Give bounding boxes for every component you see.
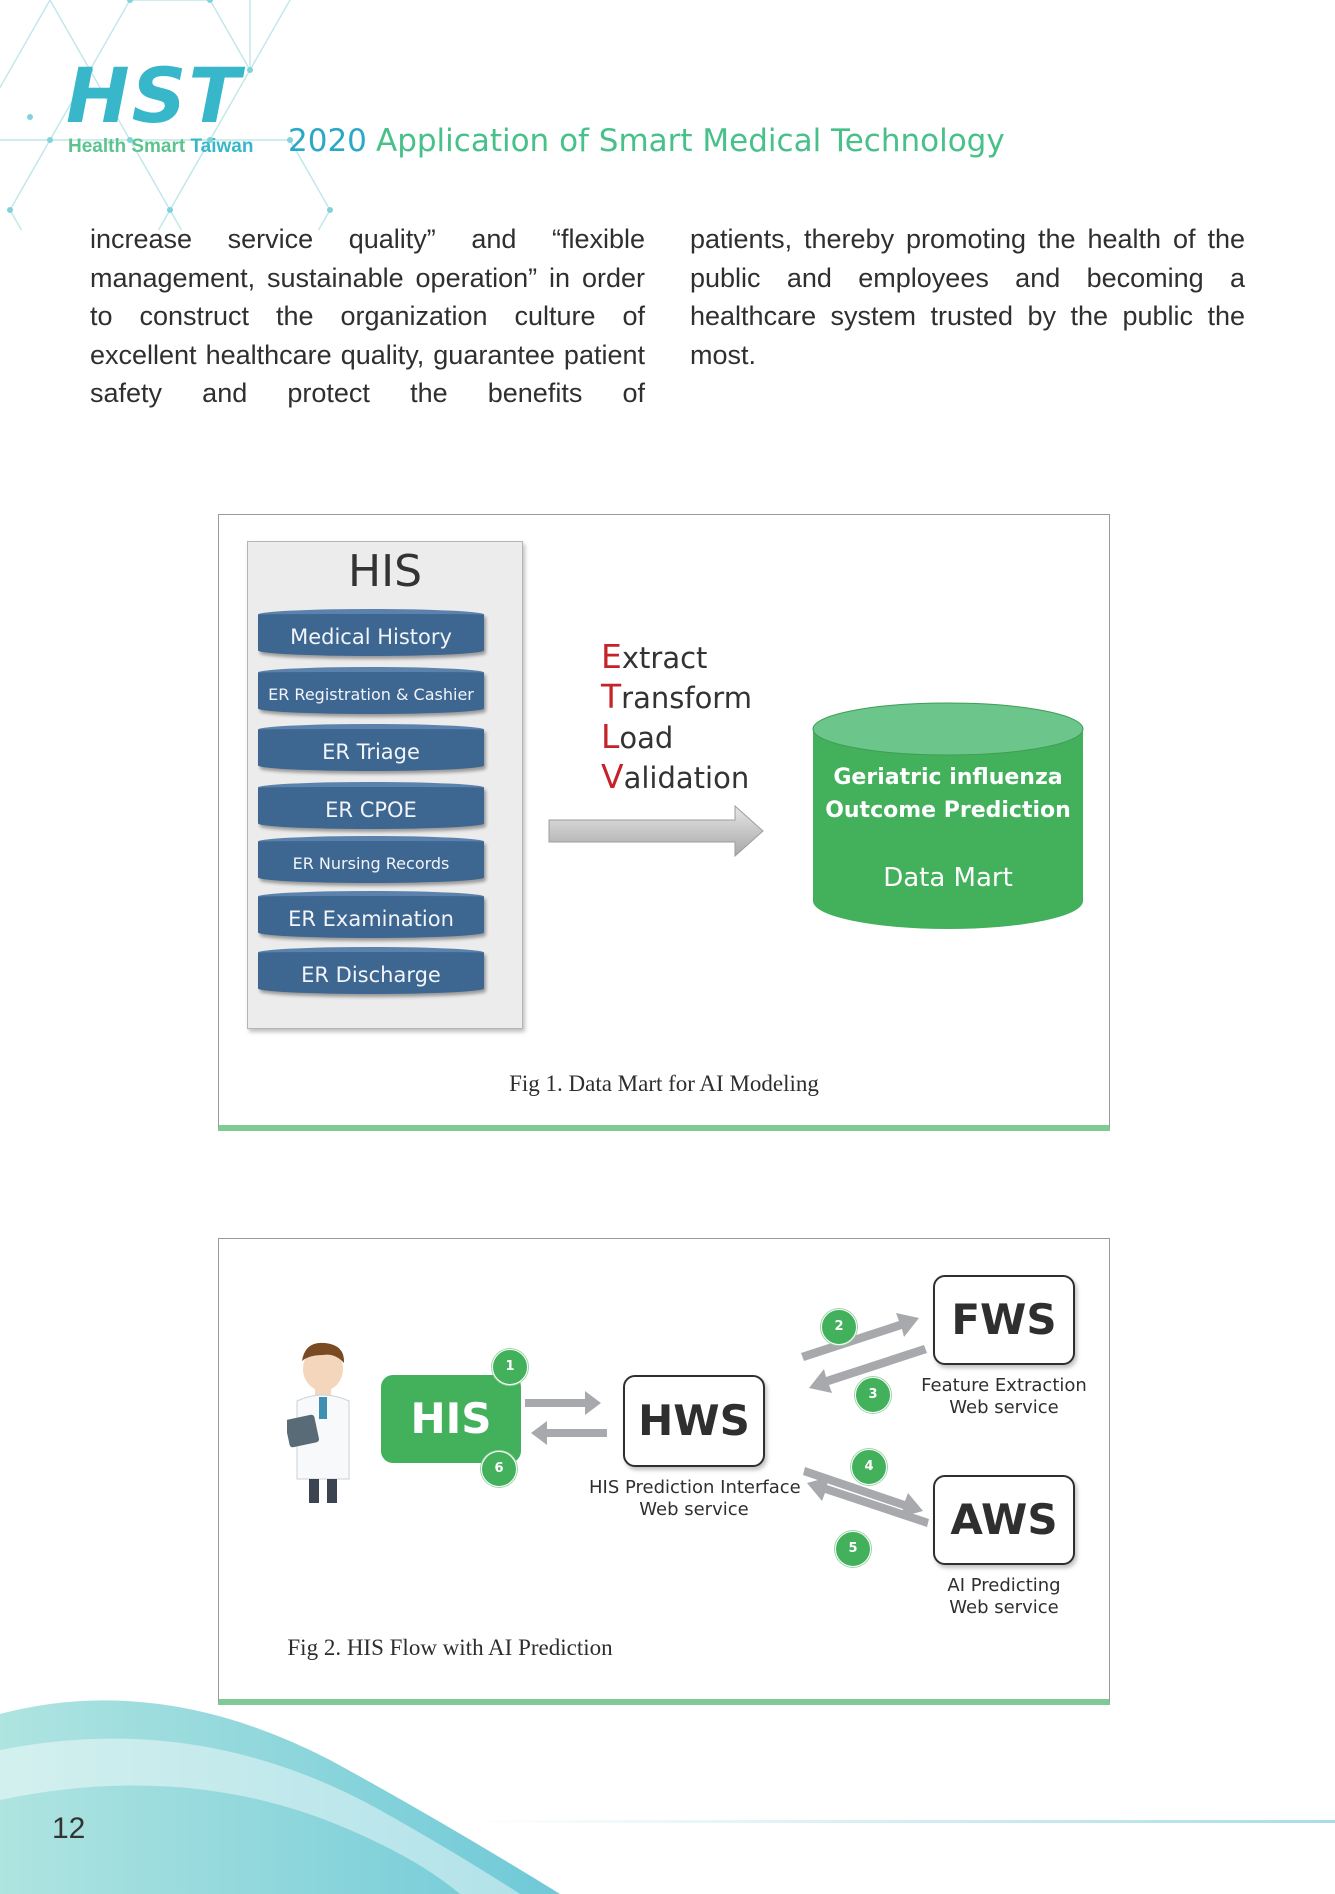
his-hws-arrows — [525, 1391, 607, 1445]
db-medical-history: Medical History — [258, 609, 484, 656]
step-4-badge: 4 — [851, 1449, 887, 1485]
step-3-badge: 3 — [855, 1377, 891, 1413]
etl-rest: oad — [619, 721, 674, 755]
db-er-examination: ER Examination — [258, 891, 484, 938]
body-text-left: increase service quality” and “flexible … — [90, 224, 645, 408]
logo-tagline-part1: Health Smart — [68, 136, 191, 157]
footer-wave — [0, 1700, 1335, 1894]
doctor-icon — [287, 1342, 350, 1503]
hws-node: HWS — [623, 1375, 765, 1467]
data-mart-cylinder — [812, 702, 1084, 929]
hexagon-pattern — [0, 0, 333, 230]
hst-logo: HST — [66, 58, 276, 134]
fws-caption-1: Feature Extraction — [921, 1375, 1087, 1396]
etl-load: Load — [601, 717, 673, 756]
figure-1-caption: Fig 1. Data Mart for AI Modeling — [509, 1071, 819, 1096]
logo-tagline: Health Smart Taiwan — [68, 136, 253, 158]
step-2-badge: 2 — [821, 1309, 857, 1345]
etl-validation: Validation — [601, 757, 749, 796]
etl-transform: Transform — [601, 677, 752, 716]
db-er-discharge: ER Discharge — [258, 947, 484, 994]
figure-2: HIS HWS HIS Prediction Interface Web ser… — [218, 1238, 1110, 1705]
etl-rest: ransform — [621, 681, 752, 715]
data-mart-label: Data Mart — [883, 863, 1013, 893]
db-er-cpoe: ER CPOE — [258, 782, 484, 829]
aws-caption-1: AI Predicting — [947, 1575, 1061, 1596]
figure-2-caption: Fig 2. HIS Flow with AI Prediction — [287, 1635, 613, 1660]
figure-1: HIS Medical History ER Registration & Ca… — [218, 514, 1110, 1131]
data-mart-line-2: Outcome Prediction — [825, 798, 1071, 823]
db-er-triage: ER Triage — [258, 724, 484, 771]
header-year: 2020 — [288, 123, 367, 159]
step-6-badge: 6 — [481, 1451, 517, 1487]
his-title: HIS — [348, 546, 422, 597]
etl-rest: xtract — [621, 641, 708, 675]
etl-rest: alidation — [623, 761, 750, 795]
step-5-badge: 5 — [835, 1531, 871, 1567]
fws-node: FWS — [933, 1275, 1075, 1365]
etl-initial: T — [601, 677, 622, 716]
aws-node: AWS — [933, 1475, 1075, 1565]
data-mart-line-1: Geriatric influenza — [833, 765, 1063, 790]
hws-caption-1: HIS Prediction Interface — [589, 1477, 801, 1498]
etl-initial: L — [601, 717, 620, 756]
etl-initial: V — [601, 757, 624, 796]
page-number: 12 — [52, 1812, 86, 1845]
hws-caption-2: Web service — [639, 1499, 749, 1520]
db-er-registration: ER Registration & Cashier — [258, 667, 484, 714]
aws-caption-2: Web service — [949, 1597, 1059, 1618]
etl-initial: E — [601, 637, 622, 676]
etl-arrow — [548, 804, 764, 858]
hws-fws-arrows — [801, 1313, 927, 1393]
his-node: HIS — [381, 1375, 521, 1463]
fws-caption-2: Web service — [949, 1397, 1059, 1418]
body-text-right: patients, thereby promoting the health o… — [690, 224, 1245, 370]
logo-tagline-part2: Taiwan — [190, 136, 254, 157]
logo-main: HST — [66, 51, 243, 140]
db-er-nursing-records: ER Nursing Records — [258, 836, 484, 883]
his-panel: HIS Medical History ER Registration & Ca… — [247, 541, 523, 1029]
step-1-badge: 1 — [492, 1349, 528, 1385]
hws-aws-arrows — [803, 1467, 929, 1527]
etl-extract: Extract — [601, 637, 707, 676]
header-title: Application of Smart Medical Technology — [376, 123, 1005, 159]
